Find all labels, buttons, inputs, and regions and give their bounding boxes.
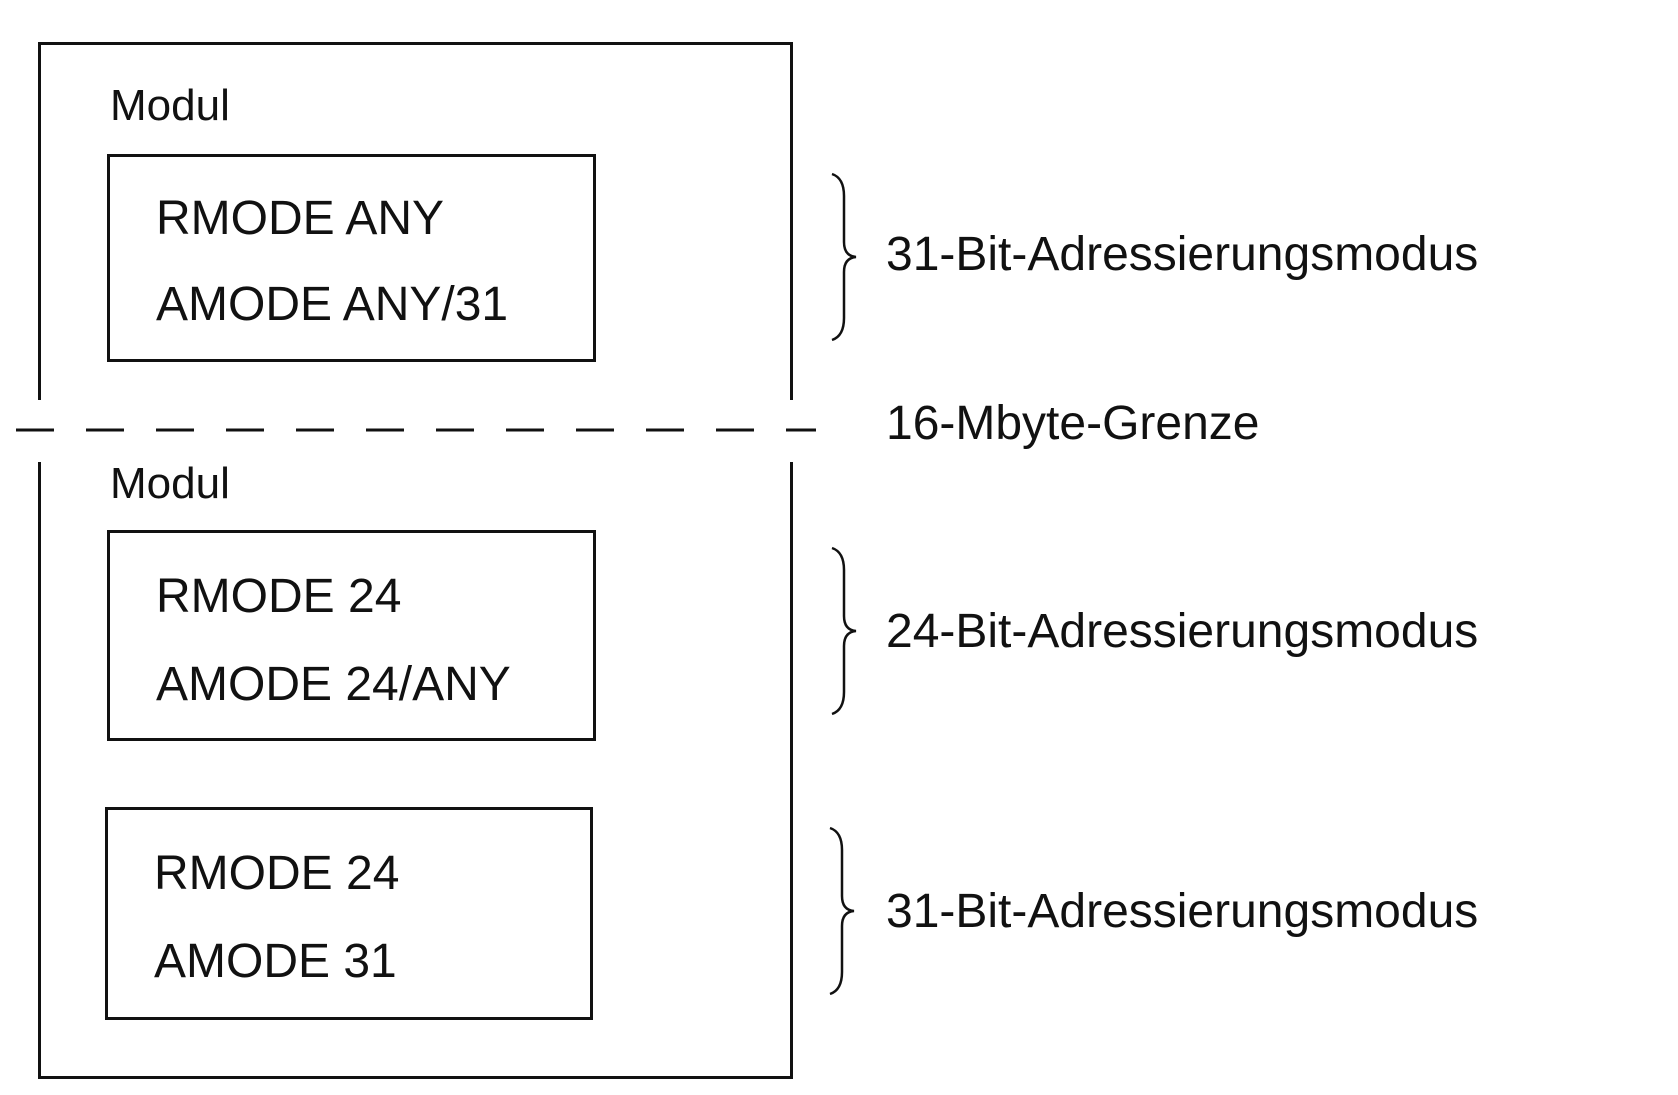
lower-box2-rmode-text: RMODE 24 [154, 847, 400, 900]
upper-addressing-mode-label: 31-Bit-Adressierungsmodus [886, 228, 1479, 281]
lower-mode-box-2: RMODE 24 AMODE 31 [105, 807, 593, 1020]
lower-mode-box-1: RMODE 24 AMODE 24/ANY [107, 530, 596, 741]
lower-brace-2-icon [829, 826, 855, 996]
lower-brace-1-icon [831, 546, 857, 716]
lower-box1-amode-text: AMODE 24/ANY [156, 658, 511, 711]
lower-addressing-mode-label-1: 24-Bit-Adressierungsmodus [886, 605, 1479, 658]
lower-box2-amode-text: AMODE 31 [154, 935, 397, 988]
upper-amode-text: AMODE ANY/31 [156, 278, 509, 331]
16mb-boundary-label: 16-Mbyte-Grenze [886, 397, 1260, 450]
lower-module-frame [38, 462, 793, 1079]
upper-rmode-text: RMODE ANY [156, 192, 445, 245]
upper-module-label: Modul [110, 81, 230, 130]
upper-module-frame [38, 42, 793, 400]
lower-module-label: Modul [110, 459, 230, 508]
upper-mode-box: RMODE ANY AMODE ANY/31 [107, 154, 596, 362]
16mb-boundary-line [16, 428, 816, 432]
lower-addressing-mode-label-2: 31-Bit-Adressierungsmodus [886, 885, 1479, 938]
lower-box1-rmode-text: RMODE 24 [156, 570, 402, 623]
upper-brace-icon [831, 172, 857, 342]
